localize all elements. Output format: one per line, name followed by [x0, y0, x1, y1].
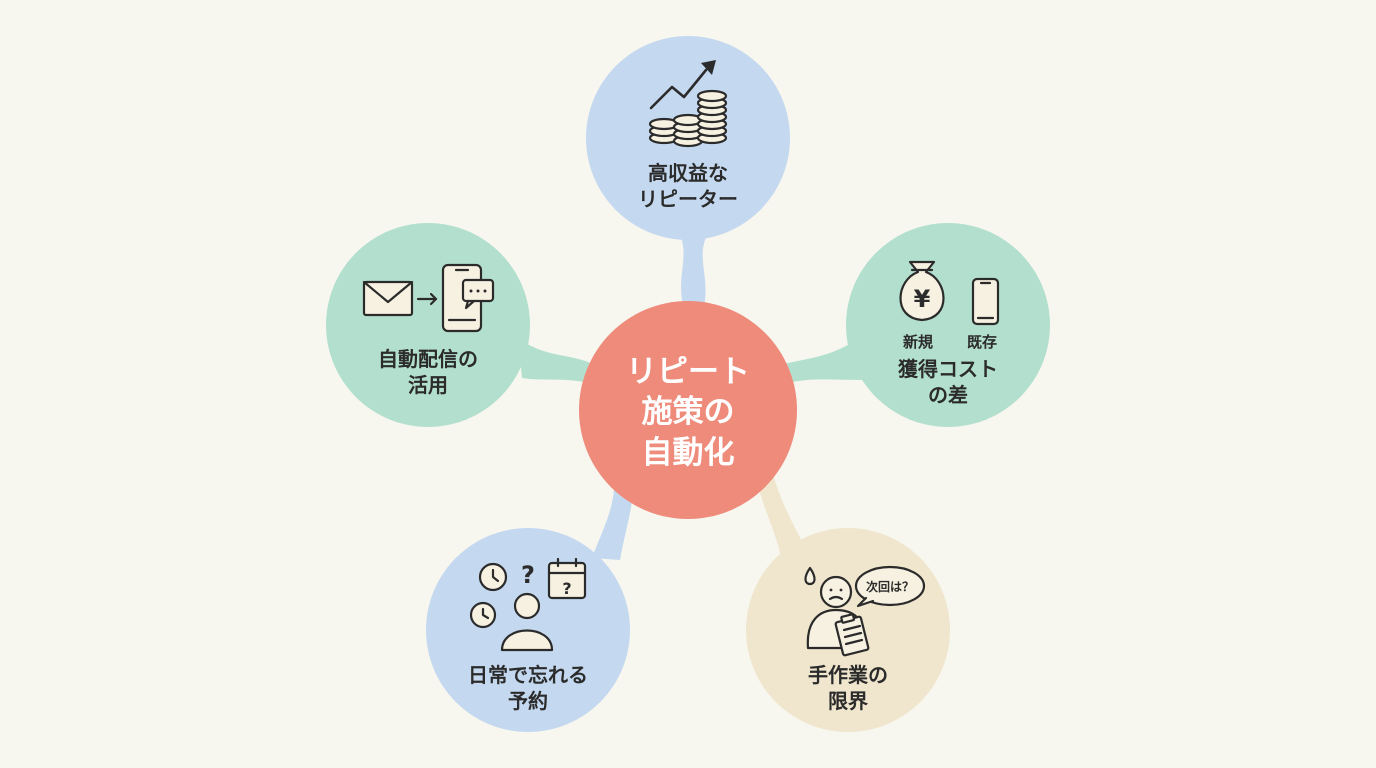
connector-bottom-right	[756, 470, 810, 560]
growth-chart-coins-icon	[648, 60, 728, 148]
node-right-line-2: の差	[928, 383, 968, 408]
clock-calendar-question-person-icon: ? ?	[469, 557, 587, 652]
center-title-line-2: 施策の	[641, 394, 735, 431]
node-bottom-right-line-1: 手作業の	[808, 663, 888, 687]
connector-left	[518, 338, 600, 386]
node-bottom-left-line-2: 予約	[508, 689, 548, 714]
node-right-label: 獲得コスト の差	[858, 356, 1038, 409]
label-new: 新規	[903, 333, 934, 351]
connector-top	[676, 228, 712, 320]
calendar-question-mark: ?	[562, 579, 571, 598]
connector-right	[770, 340, 862, 388]
center-circle	[579, 301, 797, 519]
node-left-line-2: 活用	[408, 373, 448, 398]
money-bag-smartphone-icon: ¥	[899, 260, 1000, 326]
node-top-label: 高収益な リピーター	[598, 160, 778, 213]
center-title: リピート 施策の 自動化	[588, 352, 788, 473]
email-to-smartphone-icon	[362, 263, 495, 333]
node-left-line-1: 自動配信の	[378, 347, 478, 371]
node-top-line-1: 高収益な	[648, 161, 728, 185]
node-right-circle	[846, 223, 1050, 427]
node-bottom-left-label: 日常で忘れる 予約	[438, 662, 618, 715]
center-title-line-1: リピート	[626, 354, 750, 390]
speech-bubble-text: 次回は？	[866, 579, 914, 594]
node-left-label: 自動配信の 活用	[338, 346, 518, 399]
worried-person-clipboard-icon: 次回は？	[804, 565, 926, 657]
node-bottom-left-line-1: 日常で忘れる	[468, 663, 588, 687]
label-existing: 既存	[967, 333, 998, 351]
node-right-line-1: 獲得コスト	[898, 357, 998, 381]
node-bottom-right-line-2: 限界	[828, 689, 868, 714]
node-top-line-2: リピーター	[638, 187, 738, 212]
yen-symbol: ¥	[914, 285, 931, 313]
question-mark: ?	[521, 561, 535, 589]
center-title-line-3: 自動化	[641, 434, 735, 471]
node-bottom-right-label: 手作業の 限界	[758, 662, 938, 715]
